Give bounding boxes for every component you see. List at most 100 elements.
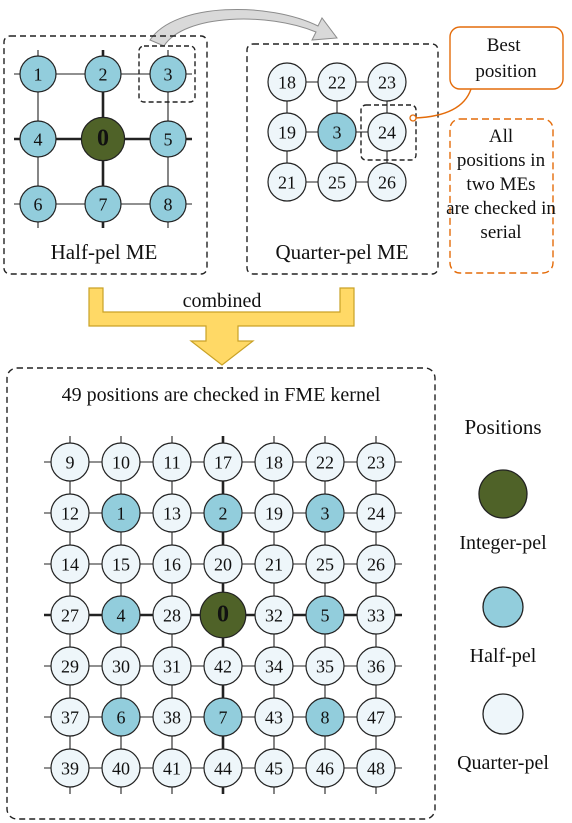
position-label: 23 [367, 453, 385, 473]
position-label: 1 [34, 65, 43, 85]
quarter-pel-position [367, 62, 407, 102]
quarter-pel-position [254, 748, 294, 788]
quarter-pel-position [356, 748, 396, 788]
quarter-pel-position [101, 544, 141, 584]
half-pel-highlight-box [138, 45, 196, 103]
integer-pel-position [80, 116, 126, 162]
half-pel-position [149, 55, 187, 93]
position-label: 20 [214, 555, 232, 575]
position-label: 25 [316, 555, 334, 575]
quarter-pel-position [50, 697, 90, 737]
best-position-pointer [414, 88, 472, 119]
quarter-pel-position [356, 697, 396, 737]
position-label: 30 [112, 657, 130, 677]
quarter-pel-position [152, 544, 192, 584]
quarter-pel-position [356, 595, 396, 635]
half-pel-position [101, 493, 141, 533]
quarter-pel-position [50, 748, 90, 788]
fme-panel-border [6, 367, 436, 820]
position-label: 16 [163, 555, 181, 575]
quarter-pel-position [305, 748, 345, 788]
position-label: 21 [265, 555, 283, 575]
position-label: 21 [278, 173, 296, 193]
position-label: 4 [34, 130, 43, 150]
position-label: 8 [321, 708, 330, 728]
position-label: 31 [163, 657, 181, 677]
quarter-pel-position [367, 112, 407, 152]
quarter-pel-position [50, 646, 90, 686]
quarter-pel-position [152, 442, 192, 482]
half-pel-position [84, 55, 122, 93]
half-pel-position [203, 697, 243, 737]
transfer-curved-arrow [149, 8, 338, 47]
position-label: 37 [61, 708, 79, 728]
quarter-pel-position [203, 748, 243, 788]
position-label: 6 [34, 195, 43, 215]
quarter-pel-position [203, 442, 243, 482]
position-label: 25 [328, 173, 346, 193]
position-label: 2 [219, 504, 228, 524]
half-pel-position [149, 120, 187, 158]
integer-pel-position [199, 591, 247, 639]
position-label: 3 [321, 504, 330, 524]
position-label: 19 [278, 123, 296, 143]
quarter-pel-position [101, 646, 141, 686]
quarter-pel-position [356, 493, 396, 533]
position-label: 13 [163, 504, 181, 524]
position-label: 23 [378, 73, 396, 93]
half-pel-position [19, 120, 57, 158]
quarter-pel-position [254, 646, 294, 686]
position-label: 2 [99, 65, 108, 85]
position-label: 35 [316, 657, 334, 677]
quarter-pel-position [203, 544, 243, 584]
position-label: 26 [367, 555, 385, 575]
half-pel-panel-label: Half-pel ME [51, 240, 158, 264]
position-label: 17 [214, 453, 232, 473]
quarter-pel-panel-border [246, 43, 439, 275]
position-label: 3 [333, 123, 342, 143]
position-label: 26 [378, 173, 396, 193]
integer-pel-legend-icon [478, 469, 528, 519]
position-label: 7 [219, 708, 228, 728]
quarter-pel-position [317, 162, 357, 202]
position-label: 47 [367, 708, 385, 728]
half-pel-panel-border [3, 35, 208, 275]
position-label: 5 [164, 130, 173, 150]
position-label: 34 [265, 657, 283, 677]
half-pel-position [19, 55, 57, 93]
quarter-pel-position [254, 544, 294, 584]
quarter-pel-legend-icon [482, 693, 524, 735]
quarter-pel-position [305, 544, 345, 584]
position-label: 6 [117, 708, 126, 728]
position-label: 38 [163, 708, 181, 728]
half-pel-position [305, 493, 345, 533]
half-pel-position [101, 595, 141, 635]
quarter-pel-position [50, 595, 90, 635]
position-label: 4 [117, 606, 126, 626]
position-label: 18 [265, 453, 283, 473]
quarter-pel-position [305, 646, 345, 686]
quarter-pel-position [152, 697, 192, 737]
serial-note-box [449, 118, 554, 274]
quarter-pel-position [152, 748, 192, 788]
best-position-pointer-dot [409, 114, 417, 122]
position-label: 7 [99, 195, 108, 215]
quarter-pel-position [267, 162, 307, 202]
position-label: 12 [61, 504, 79, 524]
quarter-pel-position [152, 595, 192, 635]
combined-arrow [88, 287, 355, 366]
legend-item-label: Half-pel [470, 645, 537, 667]
position-label: 27 [61, 606, 79, 626]
half-pel-position [317, 112, 357, 152]
half-pel-position [305, 697, 345, 737]
quarter-pel-position [305, 442, 345, 482]
quarter-pel-position [267, 112, 307, 152]
position-label: 45 [265, 759, 283, 779]
position-label: 1 [117, 504, 126, 524]
